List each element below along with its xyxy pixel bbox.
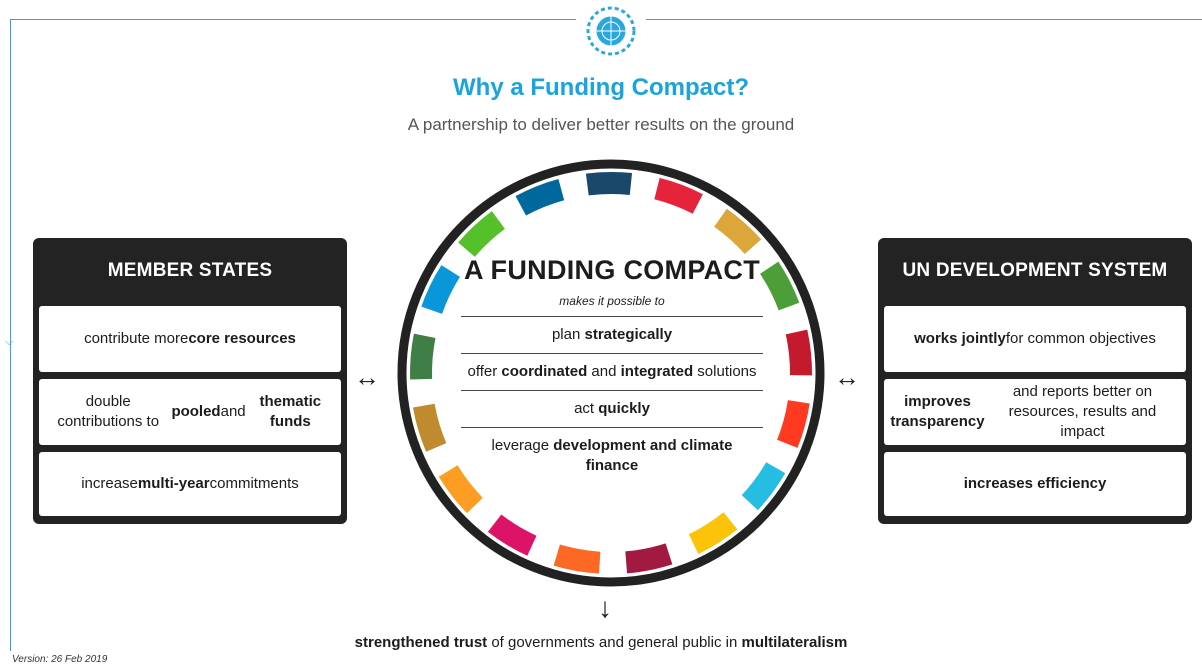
sdg-ring-segment — [421, 265, 461, 315]
member-states-panel: MEMBER STATES contribute more core resou… — [33, 238, 347, 524]
frame-left-line — [10, 19, 11, 651]
center-item: leverage development and climate finance — [461, 427, 763, 484]
member-states-title: MEMBER STATES — [107, 260, 273, 281]
page-subtitle: A partnership to deliver better results … — [407, 115, 795, 134]
un-development-system-panel: UN DEVELOPMENT SYSTEM works jointly for … — [878, 238, 1192, 524]
down-arrow: ↓ — [598, 592, 612, 623]
frame-left-arrow-icon: ⌵ — [5, 336, 14, 348]
bidirectional-arrow-left: ↔ — [354, 362, 380, 392]
frame-top-left-line — [10, 19, 576, 20]
version-label: Version: 26 Feb 2019 — [12, 654, 108, 665]
sdg-ring-segment — [625, 543, 673, 574]
member-states-item: increase multi-year commitments — [39, 452, 341, 516]
center-item: plan strategically — [461, 316, 763, 353]
sdg-ring-segment — [438, 465, 483, 514]
sdg-ring-segment — [412, 403, 447, 452]
un-system-item: works jointly for common objectives — [884, 306, 1186, 372]
sdg-ring-segment — [688, 512, 738, 555]
sdg-ring-segment — [410, 333, 436, 380]
outcome-statement: strengthened trust of governments and ge… — [354, 634, 848, 651]
un-development-system-title: UN DEVELOPMENT SYSTEM — [902, 260, 1168, 281]
sdg-ring-segment — [741, 461, 786, 511]
sdg-ring-segment — [654, 177, 703, 214]
center-subtitle: makes it possible to — [559, 294, 665, 308]
sdg-ring — [397, 159, 825, 587]
bidirectional-arrow-right: ↔ — [834, 362, 860, 392]
un-system-item: improves transparency and reports better… — [884, 379, 1186, 445]
sdg-ring-segment — [713, 208, 762, 255]
sdg-ring-segment — [759, 261, 800, 311]
frame-top-right-line — [646, 19, 1202, 20]
sdg-ring-segment — [487, 514, 537, 556]
sdg-ring-segment — [776, 399, 810, 448]
center-item: act quickly — [461, 390, 763, 427]
sdg-ring-segment — [785, 329, 812, 376]
center-item: offer coordinated and integrated solutio… — [461, 353, 763, 390]
funding-compact-center: A FUNDING COMPACT makes it possible to p… — [461, 255, 763, 484]
center-title: A FUNDING COMPACT — [463, 255, 761, 285]
un-system-item: increases efficiency — [884, 452, 1186, 516]
sdg-ring-segment — [553, 544, 601, 574]
member-states-item: contribute more core resources — [39, 306, 341, 372]
sdg-ring-segment — [585, 171, 633, 196]
member-states-item: double contributions to pooled and thema… — [39, 379, 341, 445]
page-title: Why a Funding Compact? — [453, 74, 749, 101]
sdg-ring-segment — [515, 178, 565, 216]
un-emblem-icon — [586, 6, 636, 56]
sdg-ring-segment — [458, 211, 506, 258]
